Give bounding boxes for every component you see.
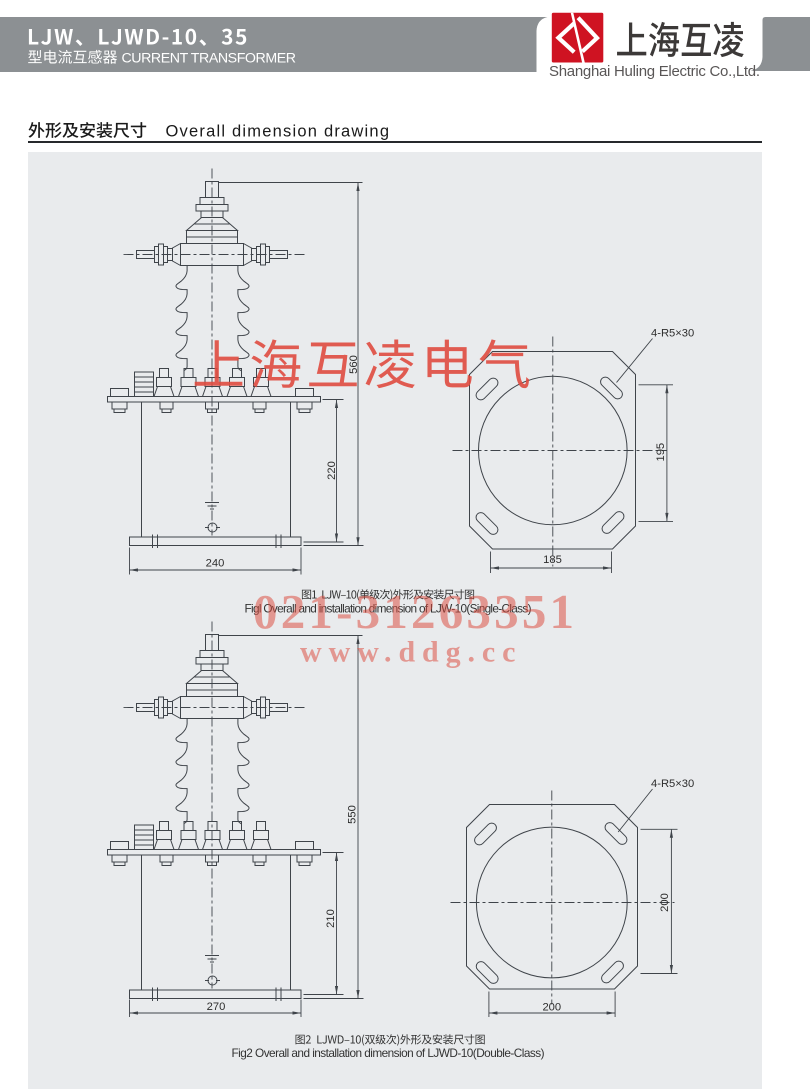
svg-text:021-31263351: 021-31263351 bbox=[253, 584, 577, 639]
svg-text:240: 240 bbox=[206, 558, 225, 570]
svg-text:195: 195 bbox=[655, 443, 667, 462]
svg-text:220: 220 bbox=[326, 461, 338, 480]
svg-text:560: 560 bbox=[348, 355, 360, 374]
svg-text:550: 550 bbox=[347, 805, 359, 824]
svg-text:200: 200 bbox=[659, 893, 671, 912]
svg-text:Overall dimension drawing: Overall dimension drawing bbox=[166, 123, 390, 141]
svg-text:4-R5×30: 4-R5×30 bbox=[651, 778, 694, 790]
svg-text:270: 270 bbox=[207, 1001, 226, 1013]
svg-text:200: 200 bbox=[542, 1002, 561, 1014]
svg-text:www.ddg.cc: www.ddg.cc bbox=[300, 636, 522, 669]
svg-text:4-R5×30: 4-R5×30 bbox=[651, 328, 694, 340]
svg-text:CURRENT TRANSFORMER: CURRENT TRANSFORMER bbox=[122, 51, 297, 67]
svg-text:Figl Overall and installation: Figl Overall and installation dimension … bbox=[245, 602, 532, 616]
svg-text:185: 185 bbox=[543, 554, 562, 566]
svg-text:Fig2 Overall and installation: Fig2 Overall and installation dimension … bbox=[232, 1046, 545, 1060]
svg-text:210: 210 bbox=[325, 909, 337, 928]
svg-text:Shanghai Huling Electric Co.,L: Shanghai Huling Electric Co.,Ltd. bbox=[549, 63, 760, 80]
